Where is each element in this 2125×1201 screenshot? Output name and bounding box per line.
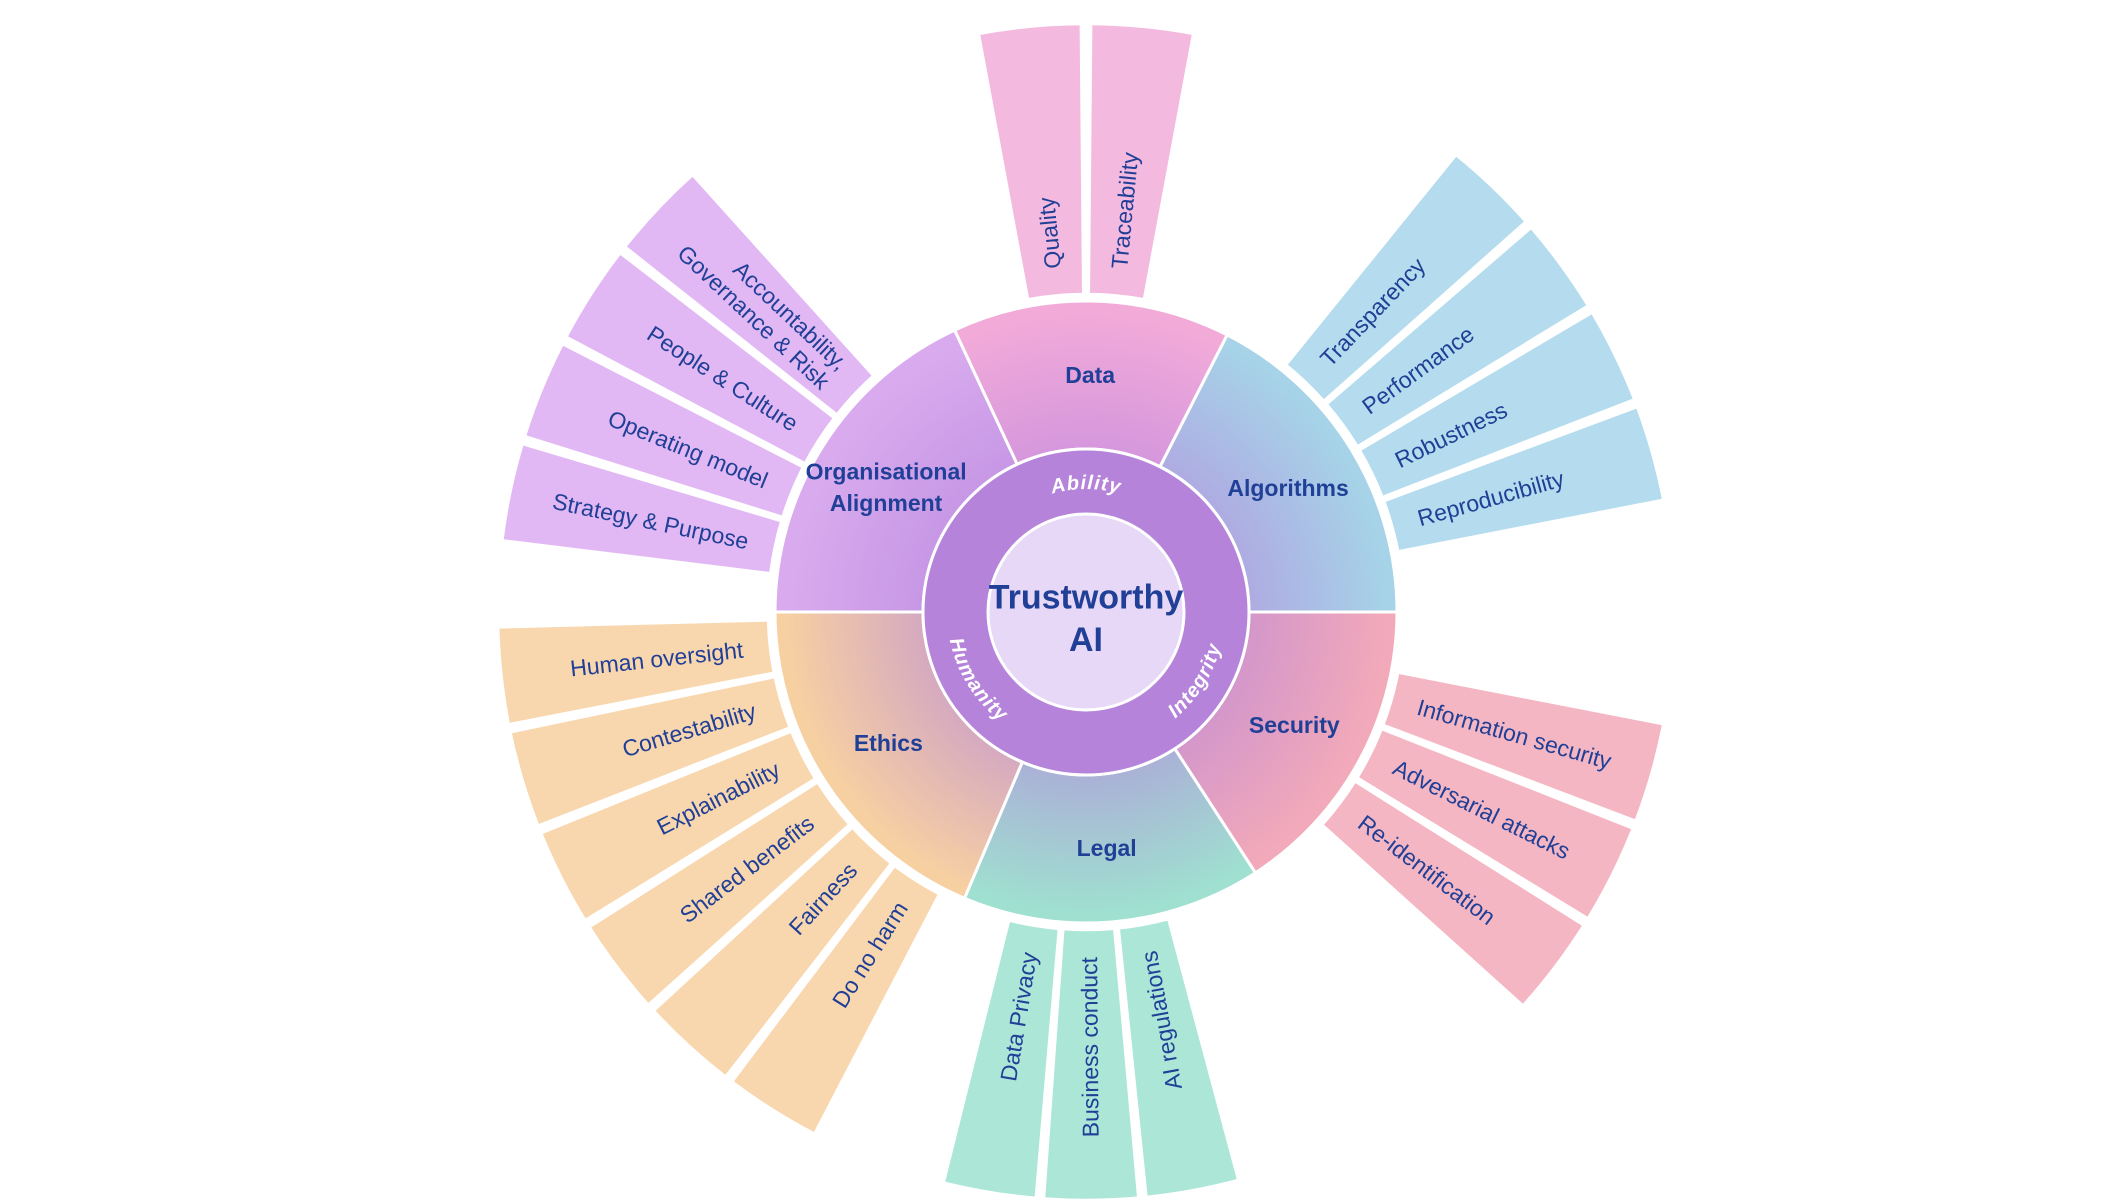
petal-explainability — [539, 730, 817, 922]
petal-strategy-purpose — [500, 442, 783, 575]
petal-information-security — [1381, 671, 1665, 823]
petal-label-business-conduct: Business conduct — [1076, 956, 1104, 1137]
petal-performance — [1324, 226, 1590, 449]
petal-people-culture — [564, 251, 836, 465]
category-label-data: Data — [1065, 362, 1115, 388]
petal-business-conduct — [1042, 927, 1140, 1201]
category-label-ethics: Ethics — [854, 730, 923, 756]
petal-data-privacy — [942, 919, 1061, 1200]
petal-reproducibility — [1382, 405, 1665, 553]
center-circle — [986, 512, 1186, 712]
petal-human-oversight — [496, 619, 776, 726]
petal-quality — [977, 22, 1085, 301]
petal-contestability — [508, 675, 792, 828]
petal-accountability-governance-risk — [623, 173, 875, 417]
category-label-security: Security — [1249, 712, 1340, 738]
petal-do-no-harm — [730, 864, 941, 1136]
petal-shared-benefits — [587, 780, 852, 1007]
petal-fairness — [652, 825, 893, 1079]
petal-adversarial-attacks — [1355, 727, 1635, 921]
category-label-algorithms: Algorithms — [1227, 475, 1348, 501]
category-label-legal: Legal — [1077, 835, 1137, 861]
petal-transparency — [1284, 153, 1528, 403]
petal-ai-regulations — [1117, 917, 1240, 1199]
petal-traceability — [1087, 22, 1195, 301]
petal-re-identification — [1320, 779, 1586, 1008]
petal-robustness — [1358, 310, 1636, 499]
petal-operating-model — [523, 342, 805, 519]
